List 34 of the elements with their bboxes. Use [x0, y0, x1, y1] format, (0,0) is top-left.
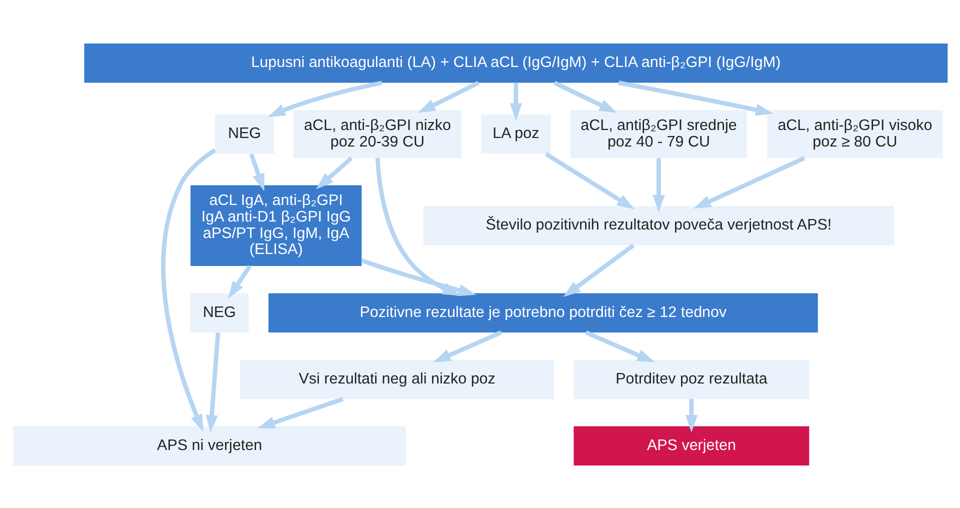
node-box: Potrditev poz rezultata [573, 359, 809, 398]
arrow [374, 157, 460, 296]
arrow [544, 152, 634, 209]
arrow [693, 156, 805, 208]
arrow [684, 398, 698, 432]
node-box: aCL, anti-β₂GPI nizko poz 20-39 CU [293, 110, 461, 158]
arrow [205, 332, 220, 432]
arrow [562, 243, 634, 297]
arrow [509, 82, 522, 120]
node-box: LA poz [480, 114, 550, 154]
arrow [417, 80, 479, 112]
arrow [248, 152, 264, 191]
arrow [228, 264, 252, 298]
node-box: APS verjeten [573, 426, 809, 465]
node-box: aCL IgA, anti-β₂GPI IgA anti-D1 β₂GPI IgG aPS/PT IgG, IgM, IgA (ELISA) [190, 184, 362, 266]
node-box: Pozitivne rezultate je potrebno potrditi čez ≥ 12 tednov [268, 292, 818, 332]
arrow [618, 80, 773, 116]
node-box: NEG [214, 114, 274, 154]
arrow [316, 156, 352, 189]
node-box: APS ni verjeten [12, 426, 406, 465]
node-box: Lupusni antikoagulanti (LA) + CLIA aCL (IgG/IgM) + CLIA anti-β₂GPI (IgG/IgM) [84, 43, 948, 82]
arrow [360, 258, 476, 296]
node-box: NEG [189, 292, 248, 332]
arrow [267, 80, 382, 117]
node-box: Število pozitivnih rezultatov poveča verjetnost APS! [422, 205, 894, 245]
arrow [652, 158, 664, 212]
node-box: Vsi rezultati neg ali nizko poz [240, 359, 554, 398]
arrow [553, 80, 616, 112]
arrow [432, 330, 502, 362]
node-box: aCL, anti-β₂GPI visoko poz ≥ 80 CU [766, 110, 942, 158]
arrow [584, 330, 654, 362]
arrow [256, 396, 344, 428]
node-box: aCL, antiβ₂GPI srednje poz 40 - 79 CU [570, 110, 747, 158]
arrow [160, 148, 216, 432]
